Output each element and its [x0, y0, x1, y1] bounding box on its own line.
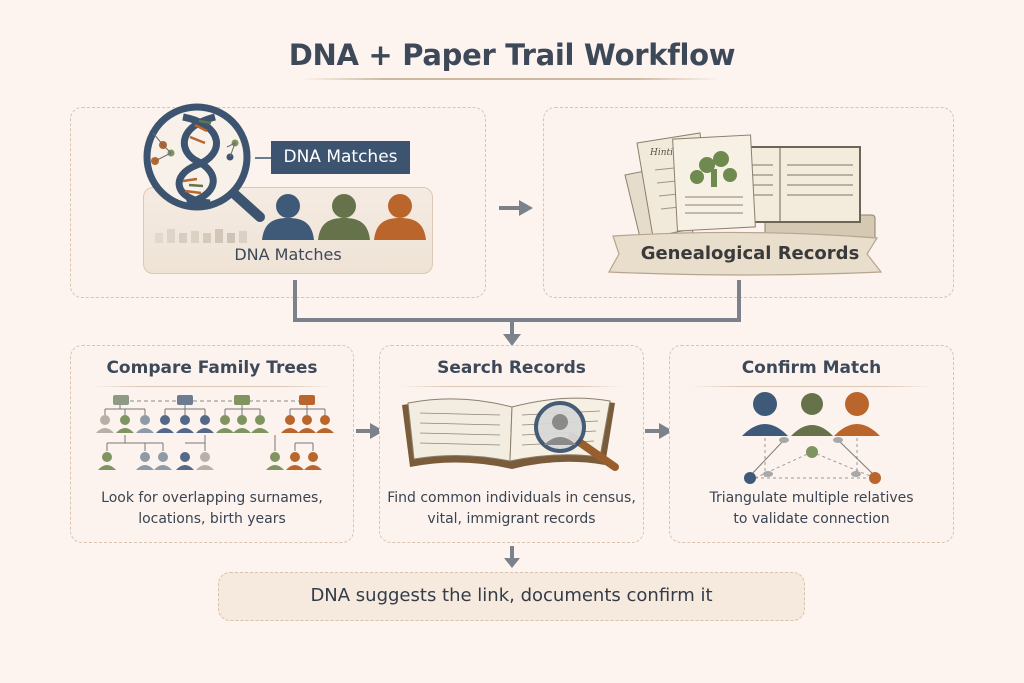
- records-banner: [608, 231, 883, 276]
- person-icon-orange: [374, 194, 426, 240]
- tree-icon: [690, 151, 737, 187]
- person-icon-orange: [834, 392, 880, 436]
- step-confirm-match: Confirm Match Triangulate multiple relat…: [669, 345, 954, 543]
- summary-banner: DNA suggests the link, documents confirm…: [218, 572, 805, 621]
- step-description: Look for overlapping surnames,locations,…: [101, 490, 323, 527]
- merge-connector: [293, 280, 741, 346]
- triangulation-icon: [742, 392, 881, 484]
- step-divider: [690, 386, 933, 387]
- arrow-right-top: [499, 200, 533, 216]
- page-title: DNA + Paper Trail Workflow: [288, 38, 736, 72]
- genealogical-records-label: Genealogical Records: [640, 243, 860, 264]
- step-divider: [91, 386, 333, 387]
- person-icon-blue: [262, 194, 314, 240]
- title-divider: [300, 78, 720, 80]
- dna-badge-connector: [255, 157, 273, 159]
- match-avatars: [262, 194, 426, 240]
- person-icon-green: [318, 194, 370, 240]
- person-icon-green: [791, 393, 833, 436]
- step-divider: [400, 386, 623, 387]
- dna-bars-decoration: [155, 229, 247, 243]
- dna-matches-badge: DNA Matches: [271, 141, 410, 174]
- step-title: Search Records: [437, 358, 586, 378]
- book-magnifier-icon: [402, 397, 619, 471]
- arrow-right-step2: [645, 423, 673, 439]
- person-icon-blue: [742, 392, 788, 436]
- step-compare-family-trees: Compare Family Trees Look for overlappin…: [70, 345, 354, 543]
- family-tree-icon: [96, 395, 334, 470]
- records-stack-icon: Hintics Bocide: [624, 132, 876, 251]
- arrow-down-summary: [504, 546, 520, 568]
- dna-matches-tray-label: DNA Matches: [234, 245, 342, 264]
- arrow-right-step1: [356, 423, 384, 439]
- summary-text: DNA suggests the link, documents confirm…: [310, 585, 713, 606]
- step-description: Find common individuals in census,vital,…: [387, 490, 636, 527]
- dna-magnifier-icon: [143, 103, 265, 222]
- step-title: Compare Family Trees: [106, 358, 318, 378]
- step-title: Confirm Match: [741, 358, 882, 378]
